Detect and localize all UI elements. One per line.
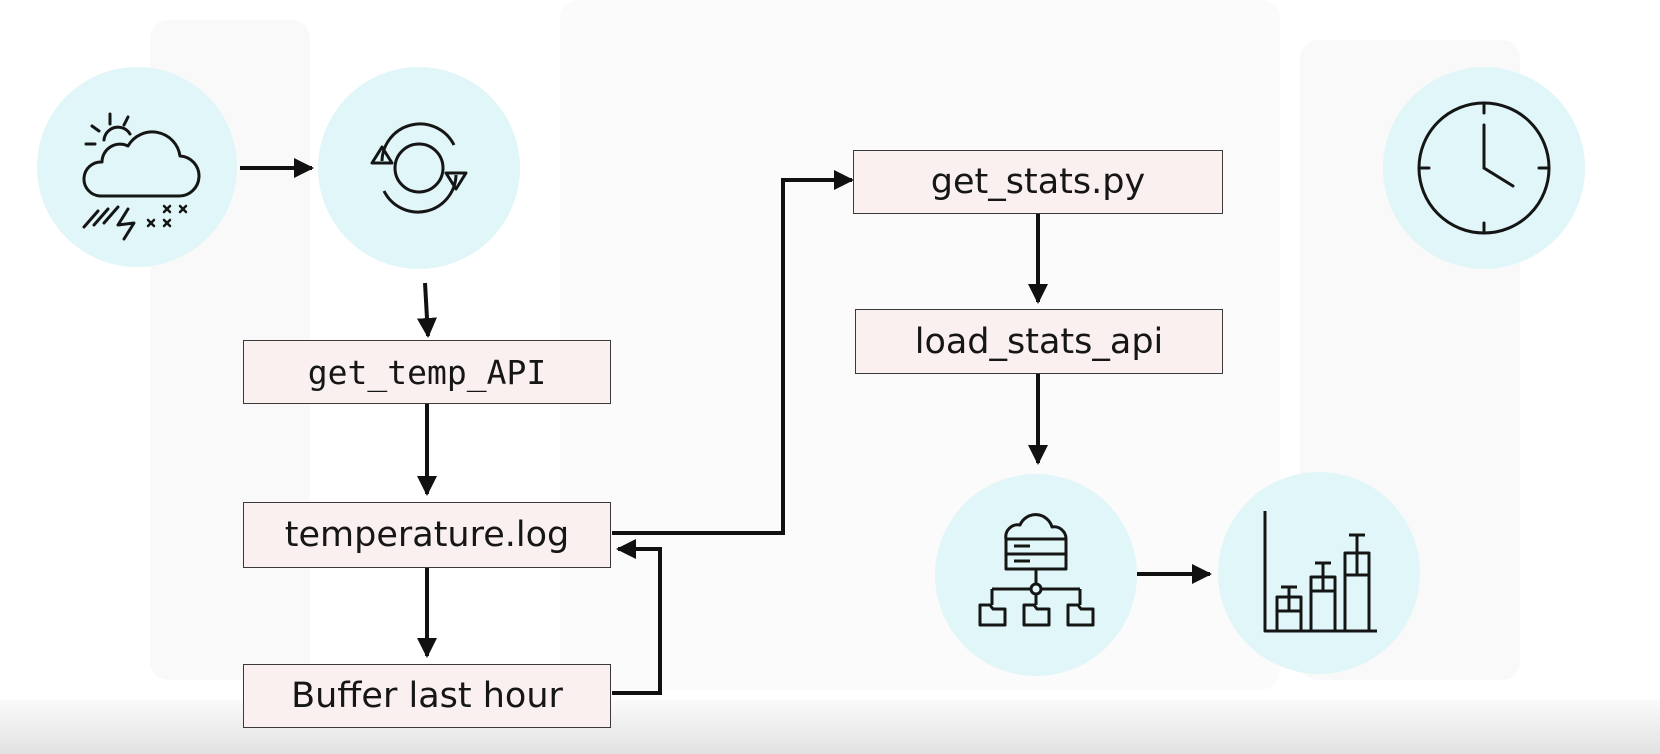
load-stats-api-box: load_stats_api: [855, 309, 1223, 374]
cloud-server-network-icon: [978, 513, 1095, 627]
get-stats-label: get_stats.py: [930, 162, 1146, 202]
temperature-log-label: temperature.log: [284, 515, 570, 555]
bar-chart-icon: [1263, 511, 1377, 633]
buffer-last-hour-label: Buffer last hour: [291, 676, 563, 716]
get-temp-api-label: get_temp_API: [307, 352, 547, 392]
buffer-last-hour-box: Buffer last hour: [243, 664, 611, 728]
clock-icon: [1417, 101, 1551, 235]
weather-node: [37, 67, 237, 267]
clock-node: [1383, 67, 1585, 269]
cloud-server-node: [935, 474, 1137, 676]
temperature-log-box: temperature.log: [243, 502, 611, 568]
get-temp-api-box: get_temp_API: [243, 340, 611, 404]
weather-storm-icon: [82, 112, 201, 241]
edge-sync-to-get-temp-api: [416, 282, 437, 338]
bar-chart-node: [1218, 472, 1420, 674]
get-stats-box: get_stats.py: [853, 150, 1223, 214]
sync-node: [318, 67, 520, 269]
sync-cycle-icon: [370, 122, 468, 214]
load-stats-api-label: load_stats_api: [914, 321, 1164, 362]
